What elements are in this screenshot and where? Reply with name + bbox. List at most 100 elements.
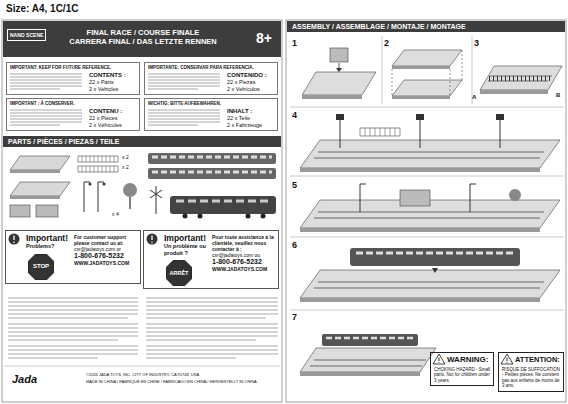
track [314, 152, 544, 158]
node-text: CONTENTS : [89, 72, 139, 79]
text-column: For customer support please contact us a… [74, 234, 138, 266]
fine-print [10, 110, 82, 125]
wheel [198, 214, 203, 219]
support-box: Important!Un problème ou produit ?Pour t… [143, 230, 279, 289]
platform [300, 140, 560, 168]
node-text: csr@jadatoys.com or [74, 246, 138, 252]
text-column: FINAL RACE / COURSE FINALECARRERA FINAL … [58, 28, 228, 46]
title-band: FINAL RACE / COURSE FINALECARRERA FINAL … [3, 21, 281, 57]
step-number: 3 [474, 38, 479, 48]
footer-rule [4, 366, 280, 367]
node-text: 22 x Piezas [227, 79, 277, 86]
node-text: 2 x Vehicles [89, 86, 139, 93]
text-column: WICHTIG: BITTE AUFBEWAHREN. [148, 101, 276, 106]
warning-icon [507, 358, 508, 363]
platform-edge [302, 95, 362, 99]
platform [302, 72, 376, 95]
text-column: ARRÊT [166, 260, 192, 286]
platform-edge [300, 168, 540, 172]
contents-box: IMPORTANT : À CONSERVER.CONTENU :22 x Pi… [6, 98, 140, 131]
platform-edge [392, 66, 450, 69]
wheel [261, 214, 266, 219]
node-text: CARRERA FINAL / DAS LETZTE RENNEN [58, 37, 228, 46]
platform-edge [300, 372, 420, 376]
alert-icon [13, 236, 14, 241]
platform [392, 50, 462, 66]
track [314, 212, 544, 218]
locomotive [170, 196, 276, 214]
tree-trunk [129, 197, 131, 209]
passenger-car [148, 168, 276, 179]
node-text: 22 x Teile [227, 115, 277, 122]
brand-name: Jada [12, 373, 37, 386]
step-divider [290, 36, 564, 310]
platform-part [10, 156, 70, 170]
text-column: 8+ [251, 30, 277, 47]
track [488, 76, 552, 81]
alert-icon [147, 234, 158, 245]
step-number: 2 [384, 38, 389, 48]
fine-print [148, 74, 220, 89]
node-text: csr@jadatoys.com ou [212, 252, 276, 258]
text-column: WARNING: [447, 355, 493, 365]
fence [360, 128, 400, 136]
octagon-shape [166, 260, 192, 286]
fence-part [78, 156, 118, 162]
platform [480, 66, 562, 90]
assembly-arrow [432, 268, 438, 273]
platform-edge [10, 196, 60, 199]
node-text: ATTENTION: [515, 355, 563, 364]
node-text: IMPORTANT: KEEP FOR FUTURE REFERENCE. [10, 65, 138, 70]
platform [300, 270, 560, 298]
node-text: CONTENIDO : [227, 72, 277, 79]
text-column: CONTENTS :22 x Parts2 x Vehicles [89, 72, 139, 92]
small-part [36, 205, 58, 217]
node-text: 22 x Pièces [89, 115, 139, 122]
signal-head [336, 114, 344, 120]
node-text: RISQUE DE SUFFOCATION - Petites pièces. … [502, 367, 562, 389]
node-text: IMPORTANT : À CONSERVER. [10, 101, 138, 106]
fine-print [10, 74, 82, 89]
text-column: NANO SCENE [8, 30, 45, 40]
track [314, 282, 544, 288]
wheel [246, 214, 251, 219]
step-number: 4 [292, 110, 297, 120]
signal-head [416, 114, 424, 120]
node-text: ASSEMBLY / ASSEMBLAGE / MONTAJE / MONTAG… [292, 23, 557, 31]
section-band: ASSEMBLY / ASSEMBLAGE / MONTAJE / MONTAG… [287, 21, 565, 32]
fence [365, 128, 395, 136]
node-text: NANO SCENE [10, 32, 43, 38]
track-ties [489, 76, 550, 81]
text-column: CHOKING HAZARD - Small parts. Not for ch… [434, 367, 492, 383]
text-column: Important!Problems? [26, 233, 72, 250]
step-number: 5 [292, 180, 297, 190]
text-column: IMPORTANT: KEEP FOR FUTURE REFERENCE. [10, 65, 138, 70]
assembly-arrow [339, 63, 340, 68]
quantity-label: x 4 [112, 212, 119, 218]
node-text: WARNING: [447, 355, 493, 365]
stop-octagon: ARRÊT [166, 260, 192, 286]
quantity-label: x 2 [122, 165, 129, 171]
signal-head [496, 114, 504, 120]
section-band: PARTS / PIÈCES / PIEZAS / TEILE [3, 136, 281, 147]
warning-icon [501, 354, 513, 364]
alert-icon [9, 234, 20, 245]
contents-box: IMPORTANTE: CONSERVAR PARA REFERENCIA.CO… [144, 62, 278, 95]
platform-edge [480, 90, 548, 94]
warning-icon [433, 354, 445, 364]
node-text: WWW.JADATOYS.COM [212, 266, 276, 272]
node-text: ARRÊT [170, 270, 189, 277]
warning-box: ATTENTION: RISQUE DE SUFFOCATION - Petite… [498, 352, 564, 392]
platform-edge [10, 170, 60, 173]
platform-edge [300, 228, 540, 232]
platform-edge [300, 298, 540, 302]
text-column: Important!Un problème ou produit ? [164, 233, 210, 256]
track [310, 360, 426, 366]
tree [509, 189, 521, 201]
part-letter: A [472, 94, 476, 101]
text-column: RISQUE DE SUFFOCATION - Petites pièces. … [502, 367, 562, 389]
train [322, 334, 418, 346]
text-column: CONTENIDO :22 x Piezas2 x Vehículos [227, 72, 277, 92]
